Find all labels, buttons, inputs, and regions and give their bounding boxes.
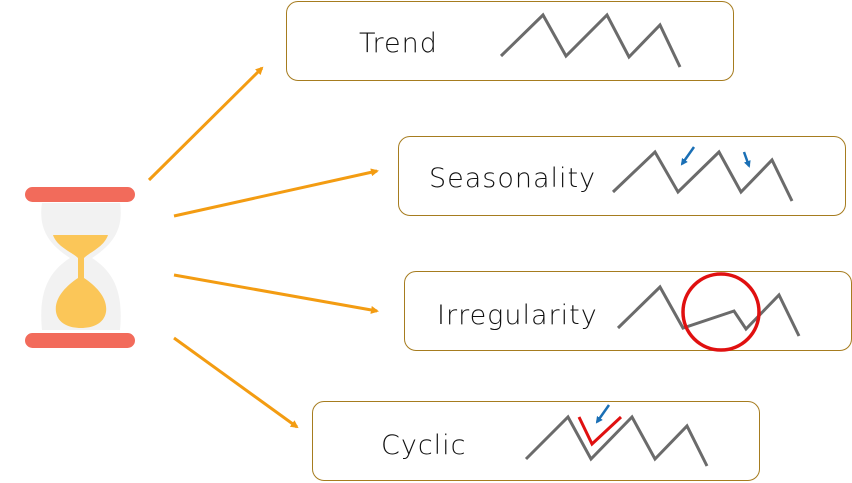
component-label-seasonality: Seasonality	[429, 163, 597, 194]
cyclic-highlight-v	[577, 415, 623, 447]
component-label-irregularity: Irregularity	[437, 300, 598, 331]
component-box-cyclic: Cyclic	[312, 401, 760, 481]
cyclic-arrow-icon	[595, 404, 611, 424]
seasonality-line	[611, 149, 794, 202]
arrow-to-irregularity	[173, 273, 379, 314]
hourglass-icon	[25, 187, 135, 348]
component-label-trend: Trend	[359, 28, 438, 59]
component-box-irregularity: Irregularity	[404, 271, 852, 351]
seasonal-arrow-icon	[742, 151, 751, 168]
component-box-trend: Trend	[286, 1, 734, 81]
cyclic-line	[524, 414, 709, 467]
irregularity-line	[616, 284, 801, 337]
arrow-to-seasonality	[173, 168, 379, 218]
component-box-seasonality: Seasonality	[398, 136, 846, 216]
seasonal-arrow-icon	[680, 146, 696, 166]
component-label-cyclic: Cyclic	[381, 430, 467, 461]
trend-line	[499, 12, 682, 68]
arrow-to-trend	[147, 66, 264, 182]
arrow-to-cyclic	[173, 336, 299, 429]
irregularity-highlight-circle	[681, 272, 761, 352]
